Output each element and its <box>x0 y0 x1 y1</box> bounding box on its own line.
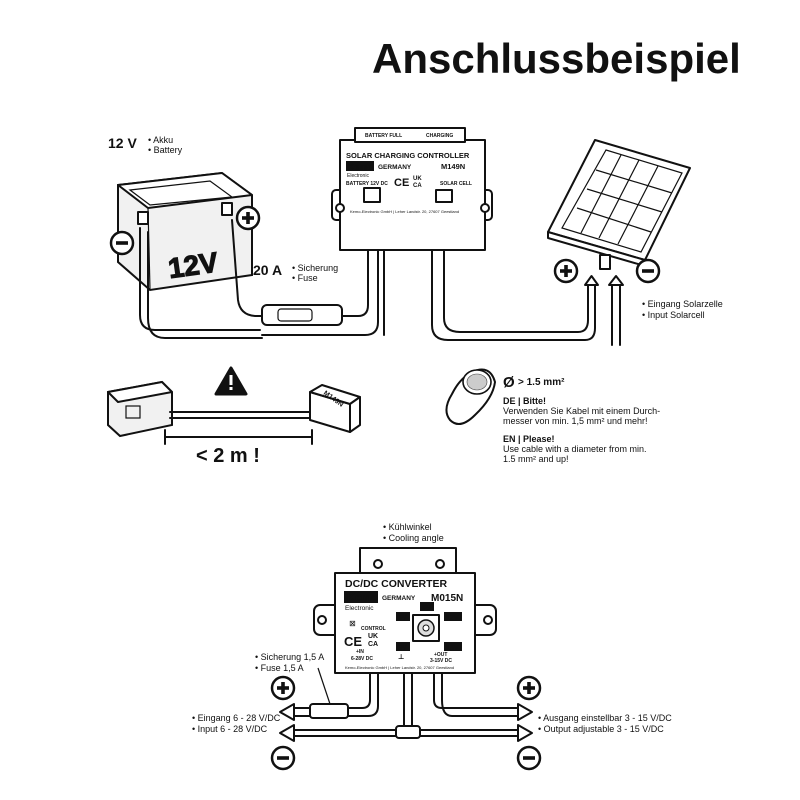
converter-fuse-label: • Sicherung 1,5 A • Fuse 1,5 A <box>255 652 331 705</box>
battery: 12V <box>117 171 253 292</box>
panel-minus-icon <box>635 258 661 284</box>
battery-minus-icon <box>109 230 135 256</box>
battery-body-text: 12V <box>166 247 220 285</box>
controller-ukca-bottom: CA <box>413 183 422 189</box>
controller-left-port: BATTERY 12V DC <box>346 181 388 187</box>
controller-ce: CE <box>394 177 409 189</box>
converter-v12: 12V <box>446 615 459 622</box>
converter-fuse-de: • Sicherung 1,5 A <box>255 652 324 662</box>
fuse-rating: 20 A <box>253 262 282 278</box>
battery-voltage: 12 V <box>108 135 137 151</box>
page-title: Anschlussbeispiel <box>372 35 741 82</box>
battery-port-icon <box>363 187 381 203</box>
cable-cross-section-icon <box>445 368 496 425</box>
controller-right-port: SOLAR CELL <box>440 181 472 187</box>
controller-charging: CHARGING <box>426 133 453 139</box>
dcdc-converter: DC/DC CONVERTER Kemo GERMANY M015N Elect… <box>313 547 497 674</box>
cable-en-line2: 1.5 mm² and up! <box>503 454 569 464</box>
controller-name: SOLAR CHARGING CONTROLLER <box>346 151 470 160</box>
converter-model: M015N <box>431 593 463 604</box>
voltage-adjust-knob[interactable] <box>412 614 440 642</box>
controller-brand: Kemo <box>348 162 374 172</box>
input-minus-icon <box>270 745 296 771</box>
converter-in-range: 6-28V DC <box>351 656 373 662</box>
converter-ukca-top: UK <box>368 633 378 640</box>
converter-out-range: 3-15V DC <box>430 658 452 664</box>
cable-diameter-value: > 1.5 mm² <box>518 377 565 388</box>
warning-icon <box>214 366 248 396</box>
battery-plus-icon <box>235 205 261 231</box>
converter-out-label: +OUT <box>434 652 447 658</box>
cable-de-line2: messer von min. 1,5 mm² und mehr! <box>503 416 648 426</box>
solar-charging-controller: BATTERY FULL CHARGING SOLAR CHARGING CON… <box>331 127 493 251</box>
converter-country: GERMANY <box>382 595 416 602</box>
converter-brand: Kemo <box>347 592 378 604</box>
converter-output-label: • Ausgang einstellbar 3 - 15 V/DC • Outp… <box>538 713 672 734</box>
fuse-label-en: • Fuse <box>292 273 318 283</box>
panel-label: • Eingang Solarzelle • Input Solarcell <box>642 299 723 320</box>
converter-control: CONTROL <box>361 626 386 632</box>
heatsink-label-de: • Kühlwinkel <box>383 522 432 532</box>
converter-input-label: • Eingang 6 - 28 V/DC • Input 6 - 28 V/D… <box>192 713 281 734</box>
battery-label-en: • Battery <box>148 145 183 155</box>
converter-wiring <box>279 672 533 742</box>
cable-de-title: DE | Bitte! <box>503 396 546 406</box>
panel-label-en: • Input Solarcell <box>642 310 705 320</box>
controller-model: M149N <box>441 162 465 171</box>
cable-de-line1: Verwenden Sie Kabel mit einem Durch- <box>503 406 660 416</box>
controller-ukca-top: UK <box>413 176 422 182</box>
heatsink-label: • Kühlwinkel • Cooling angle <box>383 522 444 543</box>
controller-brand-sub: Electronic <box>347 173 369 179</box>
fuse-20a <box>261 304 343 326</box>
converter-address: Kemo-Electronic GmbH | Leher Landstr. 20… <box>345 665 454 670</box>
converter-output-de: • Ausgang einstellbar 3 - 15 V/DC <box>538 713 672 723</box>
converter-fuse-en: • Fuse 1,5 A <box>255 663 304 673</box>
converter-v9: 9V <box>422 605 431 612</box>
cable-en-title: EN | Please! <box>503 434 555 444</box>
panel-plus-icon <box>553 258 579 284</box>
cable-note: Ø > 1.5 mm² DE | Bitte! Verwenden Sie Ka… <box>503 374 660 464</box>
cable-diameter-symbol: Ø <box>503 374 515 391</box>
converter-ukca-bottom: CA <box>368 641 378 648</box>
cable-en-line1: Use cable with a diameter from min. <box>503 444 647 454</box>
fuse-label-de: • Sicherung <box>292 263 338 273</box>
converter-in-label: +IN <box>356 649 364 655</box>
fuse-label: 20 A • Sicherung • Fuse <box>253 262 338 283</box>
output-plus-icon <box>516 675 542 701</box>
battery-label-de: • Akku <box>148 135 173 145</box>
output-minus-icon <box>516 745 542 771</box>
converter-brand-sub: Electronic <box>345 605 374 612</box>
converter-v15: 15V <box>446 645 459 652</box>
solar-port-icon <box>435 189 453 203</box>
battery-label: 12 V • Akku • Battery <box>108 135 183 155</box>
converter-v6: 6V <box>398 615 407 622</box>
converter-output-en: • Output adjustable 3 - 15 V/DC <box>538 724 664 734</box>
control-x-icon: ⊠ <box>349 619 356 628</box>
distance-text: < 2 m ! <box>196 445 260 467</box>
converter-v3: 3V <box>398 645 407 652</box>
converter-input-en: • Input 6 - 28 V/DC <box>192 724 268 734</box>
controller-battery-full: BATTERY FULL <box>365 133 402 139</box>
panel-label-de: • Eingang Solarzelle <box>642 299 723 309</box>
fuse-1-5a <box>309 703 349 719</box>
solar-panel <box>547 139 691 270</box>
controller-country: GERMANY <box>378 164 412 171</box>
controller-address: Kemo-Electronic GmbH | Leher Landstr. 20… <box>350 209 459 214</box>
converter-input-de: • Eingang 6 - 28 V/DC <box>192 713 281 723</box>
converter-ce: CE <box>344 634 362 649</box>
input-plus-icon <box>270 675 296 701</box>
heatsink-label-en: • Cooling angle <box>383 533 444 543</box>
distance-diagram: M149N < 2 m ! <box>107 380 361 467</box>
converter-name: DC/DC CONVERTER <box>345 578 448 590</box>
converter-ground: ⊥ <box>398 654 404 661</box>
